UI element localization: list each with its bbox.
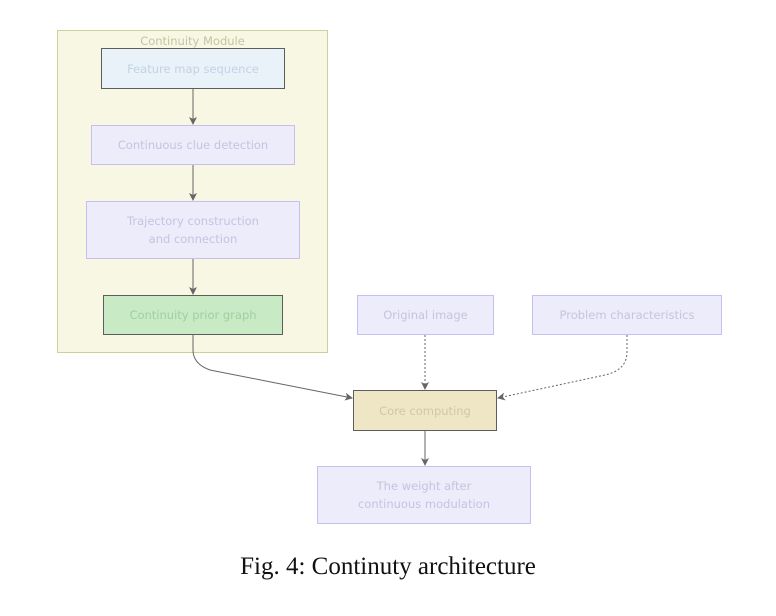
node-label-line-1: The weight after: [376, 479, 472, 493]
node-label: Core computing: [379, 403, 471, 418]
node-continuous-clue-detection: Continuous clue detection: [91, 125, 295, 165]
edge-problem-to-core: [497, 335, 628, 401]
node-label: Continuity prior graph: [129, 308, 257, 322]
node-continuity-prior-graph: Continuity prior graph: [103, 295, 283, 335]
node-feature-map-sequence: Feature map sequence: [101, 48, 285, 89]
node-label-line-2: and connection: [148, 232, 238, 246]
node-problem-characteristics: Problem characteristics: [532, 295, 722, 335]
node-original-image: Original image: [357, 295, 494, 335]
node-weight-after-modulation: The weight after continuous modulation: [317, 466, 531, 524]
node-label: Original image: [383, 308, 468, 322]
node-label-line-1: Trajectory construction: [127, 214, 259, 228]
node-core-computing: Core computing: [353, 390, 497, 431]
group-title: Continuity Module: [140, 34, 245, 48]
figure-caption: Fig. 4: Continuty architecture: [240, 553, 536, 580]
node-label-line-2: continuous modulation: [358, 497, 490, 511]
node-label: Feature map sequence: [127, 61, 259, 76]
node-label: Problem characteristics: [559, 308, 695, 322]
node-label: Continuous clue detection: [117, 138, 269, 152]
edge-prior-to-core: [192, 335, 353, 401]
node-trajectory-construction: Trajectory construction and connection: [86, 201, 300, 259]
